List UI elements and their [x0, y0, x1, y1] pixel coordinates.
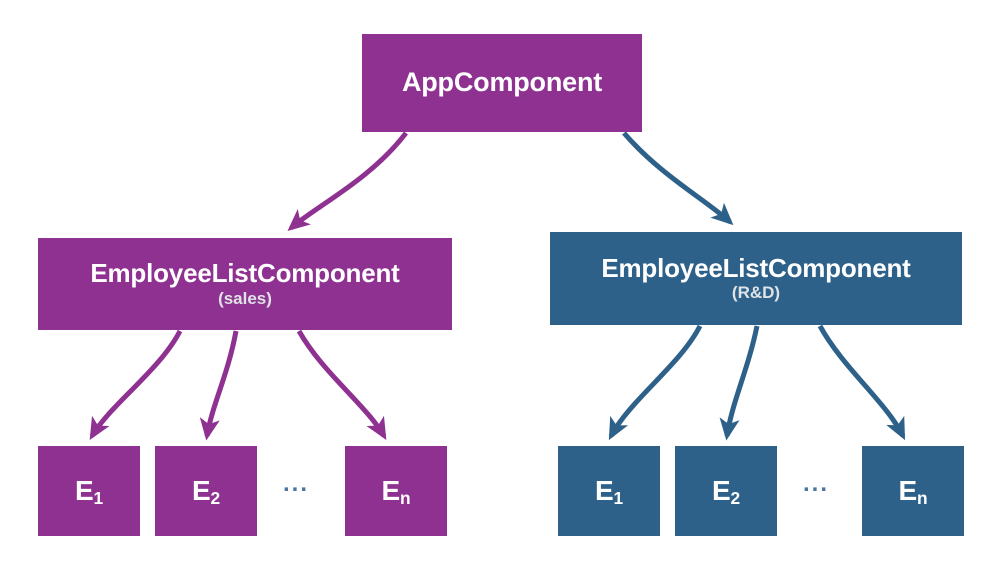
node-employee-sales-n-label: En [381, 474, 411, 509]
node-employee-sales-1[interactable]: E1 [38, 446, 140, 536]
node-employee-list-component-sales-label: EmployeeListComponent [90, 258, 400, 289]
node-employee-list-component-sales[interactable]: EmployeeListComponent(sales) [38, 238, 452, 330]
edge-sales-to-en [296, 329, 387, 440]
edge-rnd-to-en [817, 324, 906, 441]
node-employee-rnd-2-label: E2 [712, 474, 740, 509]
node-employee-list-component-rnd-subtitle: (R&D) [731, 283, 781, 303]
node-employee-list-component-sales-subtitle: (sales) [218, 288, 272, 308]
edge-sales-to-e2 [199, 330, 239, 441]
ellipsis-rnd: ... [803, 470, 830, 497]
node-employee-sales-n[interactable]: En [345, 446, 447, 536]
node-employee-list-component-rnd[interactable]: EmployeeListComponent(R&D) [550, 232, 962, 325]
node-employee-sales-2-label: E2 [192, 474, 220, 509]
node-employee-rnd-n[interactable]: En [862, 446, 964, 536]
node-employee-list-component-rnd-label: EmployeeListComponent [601, 252, 911, 283]
node-employee-rnd-2[interactable]: E2 [675, 446, 777, 536]
node-app-component-label: AppComponent [401, 67, 603, 98]
node-employee-rnd-1[interactable]: E1 [558, 446, 660, 536]
node-employee-rnd-1-label: E1 [595, 474, 623, 509]
node-employee-sales-2[interactable]: E2 [155, 446, 257, 536]
node-app-component[interactable]: AppComponent [362, 34, 642, 132]
edge-rnd-to-e2 [719, 325, 760, 441]
edge-sales-to-e1 [89, 329, 183, 440]
edge-root-to-sales [287, 131, 408, 231]
node-employee-rnd-n-label: En [898, 474, 928, 509]
ellipsis-sales: ... [283, 470, 310, 497]
edge-rnd-to-e1 [608, 324, 703, 441]
edge-root-to-rnd [622, 131, 734, 226]
node-employee-sales-1-label: E1 [75, 474, 103, 509]
